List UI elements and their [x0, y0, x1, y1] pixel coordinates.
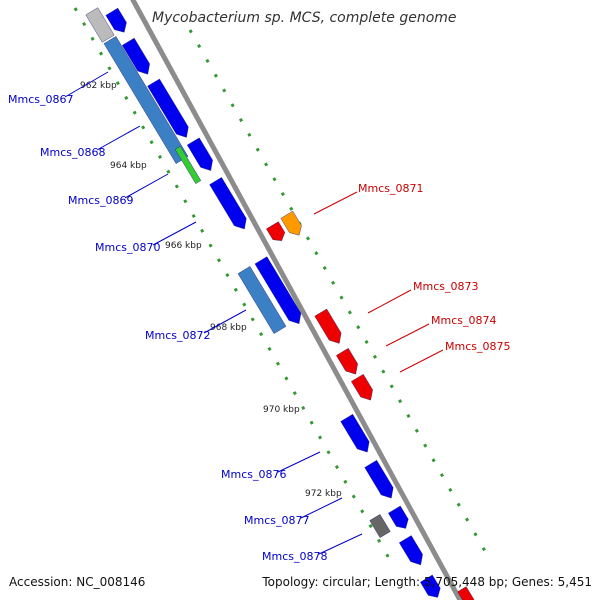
- gene-label-forward: Mmcs_0867: [8, 93, 73, 106]
- label-leader-line: [152, 221, 197, 246]
- label-leader-line: [300, 497, 343, 519]
- gene-arrow: [388, 505, 409, 529]
- gene-arrow: [105, 7, 127, 33]
- gene-label-reverse: Mmcs_0875: [445, 340, 510, 353]
- ruler-tick-label: 964 kbp: [110, 161, 147, 171]
- gene-arrow: [147, 78, 189, 138]
- rna-gene-bar: [103, 36, 189, 164]
- genome-title: Mycobacterium sp. MCS, complete genome: [152, 10, 457, 26]
- label-leader-line: [124, 173, 169, 199]
- genome-backbone: [130, 0, 463, 600]
- gene-label-forward: Mmcs_0878: [262, 550, 327, 563]
- gene-arrow: [420, 574, 441, 598]
- gene-arrow: [340, 413, 370, 453]
- gene-label-reverse: Mmcs_0871: [358, 182, 423, 195]
- gene-arrow: [186, 137, 213, 171]
- rna-gene-bar: [237, 266, 287, 334]
- gene-arrow: [457, 586, 475, 600]
- gene-label-forward: Mmcs_0868: [40, 146, 105, 159]
- gene-label-reverse: Mmcs_0874: [431, 314, 496, 327]
- label-leader-line: [96, 125, 141, 151]
- gene-label-forward: Mmcs_0869: [68, 194, 133, 207]
- unknown-gene-bar: [85, 7, 115, 43]
- gene-arrow: [209, 177, 247, 230]
- label-leader-line: [313, 191, 358, 215]
- topology-text: Topology: circular; Length: 5,705,448 bp…: [262, 575, 592, 589]
- gene-labels: 962 kbp 964 kbp 966 kbp 968 kbp 970 kbp 972 k…: [8, 71, 510, 563]
- gene-label-reverse: Mmcs_0873: [413, 280, 478, 293]
- label-leader-line: [64, 71, 109, 98]
- ruler-tick-label: 970 kbp: [263, 405, 300, 415]
- gene-label-forward: Mmcs_0877: [244, 514, 309, 527]
- label-leader-line: [399, 349, 444, 373]
- gene-arrow: [364, 459, 394, 499]
- gene-label-forward: Mmcs_0876: [221, 468, 286, 481]
- gene-arrow: [351, 373, 373, 401]
- unknown-gene-bar: [369, 514, 391, 538]
- ruler-tick-label: 968 kbp: [210, 323, 247, 333]
- gene-arrow: [399, 535, 423, 566]
- gc-skew-track-left: [73, 7, 392, 561]
- map-tracks: [73, 0, 492, 600]
- gene-label-forward: Mmcs_0870: [95, 241, 160, 254]
- label-leader-line: [318, 533, 363, 555]
- gc-highlight-bar: [174, 146, 202, 184]
- gene-arrow: [254, 256, 302, 324]
- gene-label-forward: Mmcs_0872: [145, 329, 210, 342]
- label-leader-line: [203, 309, 247, 334]
- ruler-tick-label: 962 kbp: [80, 81, 117, 91]
- gene-arrow: [280, 210, 302, 236]
- gene-arrow: [266, 221, 286, 241]
- label-leader-line: [277, 451, 321, 473]
- ruler-tick-label: 972 kbp: [305, 489, 342, 499]
- gene-arrow: [336, 347, 358, 375]
- gene-arrow: [314, 308, 342, 344]
- accession-text: Accession: NC_008146: [9, 575, 146, 589]
- gene-features: [85, 7, 475, 600]
- label-leader-line: [385, 323, 430, 347]
- gene-arrow: [121, 37, 150, 75]
- label-leader-line: [367, 289, 412, 314]
- ruler-tick-label: 966 kbp: [165, 241, 202, 251]
